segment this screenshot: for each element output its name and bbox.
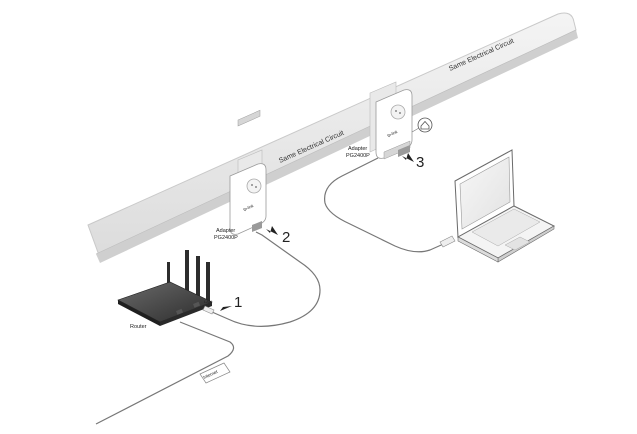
adapter-2 xyxy=(369,81,413,160)
internet-cable xyxy=(95,321,235,425)
step-2-marker: 2 xyxy=(266,226,290,246)
adapter-2-brand: tp-link xyxy=(386,129,398,138)
router-antenna xyxy=(185,250,189,294)
step-2-number: 2 xyxy=(282,229,290,246)
adapter-2-label-line2: PG2400P xyxy=(346,153,370,159)
laptop xyxy=(439,149,556,263)
electrical-circuit-band xyxy=(87,12,578,263)
ethernet-cable-adapter2-laptop xyxy=(324,157,449,253)
step-3-marker: 3 xyxy=(402,153,424,171)
adapter-1-brand: tp-link xyxy=(242,203,254,212)
ethernet-cable-router-adapter1 xyxy=(211,231,321,327)
step-1-marker: 1 xyxy=(220,294,242,311)
router-antenna xyxy=(167,262,170,286)
router xyxy=(117,250,215,326)
push-arrow-icon xyxy=(402,153,414,162)
adapter-1-label-line1: Adapter xyxy=(216,228,235,234)
router-label: Router xyxy=(130,324,147,330)
step-3-number: 3 xyxy=(416,154,424,171)
push-arrow-icon xyxy=(266,226,278,235)
adapter-1-label-line2: PG2400P xyxy=(214,235,238,241)
home-icon xyxy=(411,117,433,133)
adapter-1 xyxy=(229,109,267,235)
router-antenna xyxy=(196,256,200,300)
internet-label: Internet xyxy=(202,369,219,380)
internet-tag xyxy=(199,362,231,384)
step-1-number: 1 xyxy=(234,294,242,311)
router-lan-label: LAN xyxy=(204,299,212,304)
router-antenna xyxy=(206,262,210,302)
adapter-2-label-line1: Adapter xyxy=(348,146,367,152)
push-arrow-icon xyxy=(220,306,232,311)
